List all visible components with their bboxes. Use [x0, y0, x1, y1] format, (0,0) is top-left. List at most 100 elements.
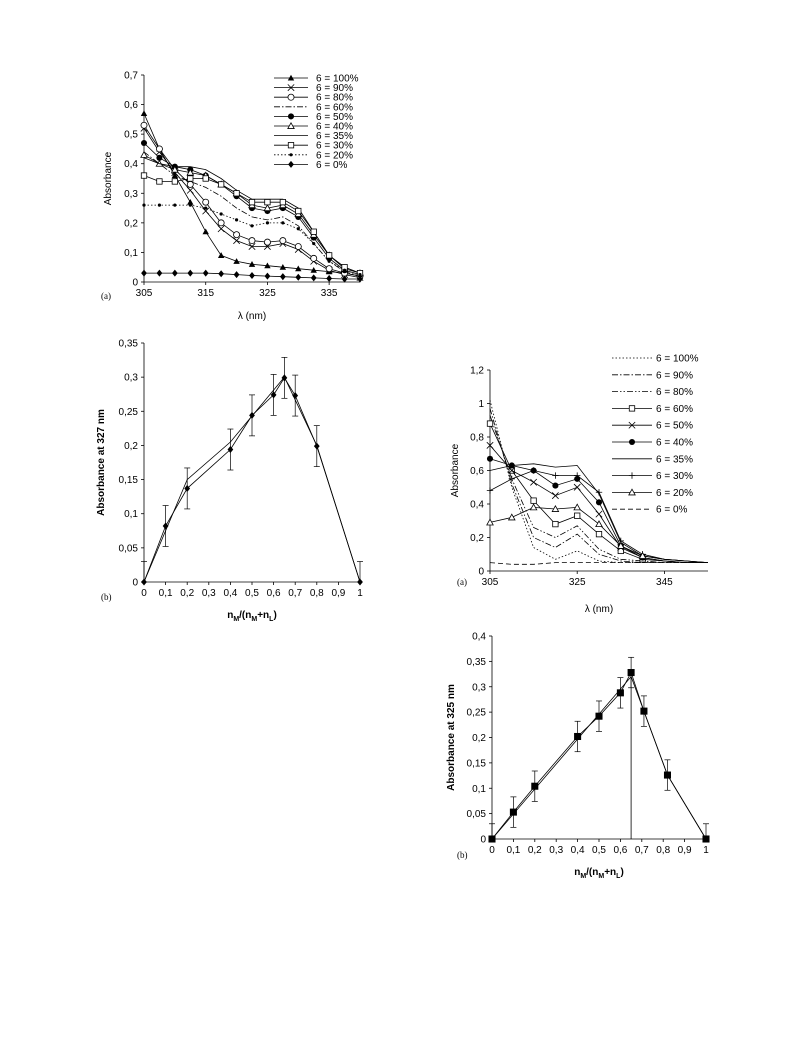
y-axis-title: Absorbance [103, 151, 114, 205]
x-tick-label: 0 [489, 845, 495, 856]
data-point [217, 219, 225, 227]
legend: 6 = 100%6 = 90%6 = 80%6 = 60%6 = 50%6 = … [612, 354, 699, 516]
x-tick-label: 1 [357, 588, 363, 599]
data-point [295, 273, 302, 281]
x-tick-label: 0,3 [202, 588, 216, 599]
data-point [488, 835, 496, 843]
legend-swatch-marker [287, 113, 295, 120]
x-tick-label: 0,7 [635, 845, 649, 856]
x-tick-label: 345 [656, 577, 673, 588]
legend-swatch-marker [628, 488, 636, 496]
legend-swatch-marker [628, 438, 636, 446]
data-point [327, 259, 331, 263]
legend-entry: 6 = 80% [316, 93, 353, 104]
x-tick-label: 0,4 [223, 588, 237, 599]
data-point [486, 518, 494, 526]
data-point [233, 258, 240, 264]
data-point [233, 271, 240, 279]
x-axis-title-part: /(n [586, 867, 598, 878]
data-point [157, 203, 162, 207]
data-point [310, 228, 317, 235]
data-point [530, 497, 537, 504]
x-tick-label: 0,5 [245, 588, 259, 599]
data-point [217, 252, 225, 258]
x-tick-label: 0,4 [571, 845, 585, 856]
data-point [188, 203, 192, 207]
x-axis-title: nM/(nM+nL) [574, 867, 624, 880]
y-tick-label: 0,8 [470, 433, 484, 444]
series-line-9 [144, 204, 361, 275]
x-tick-label: 0,8 [656, 845, 670, 856]
y-tick-label: 0,05 [119, 543, 139, 554]
data-point [156, 178, 163, 185]
data-point [551, 505, 560, 512]
data-point [509, 808, 517, 816]
data-point [233, 237, 241, 245]
x-tick-label: 0,5 [592, 845, 606, 856]
data-point [186, 186, 194, 194]
data-point [574, 472, 581, 479]
data-point [140, 172, 148, 179]
legend-entry: 6 = 30% [316, 141, 353, 152]
data-point [508, 475, 515, 483]
data-point [250, 224, 254, 228]
data-point [140, 110, 148, 117]
y-tick-label: 1 [478, 399, 484, 410]
y-tick-label: 0,35 [467, 657, 487, 668]
x-axis-title-part: ) [620, 867, 623, 878]
data-point [217, 225, 225, 233]
x-tick-label: 335 [321, 288, 338, 299]
y-tick-label: 0,3 [124, 373, 138, 384]
data-point [263, 238, 271, 246]
data-point [202, 198, 210, 206]
x-tick-label: 325 [569, 577, 586, 588]
legend-entry: 6 = 50% [316, 112, 353, 123]
data-point [156, 154, 163, 161]
data-point [296, 227, 300, 231]
x-tick-label: 0,2 [180, 588, 194, 599]
y-tick-label: 0,6 [124, 100, 138, 111]
data-point [616, 541, 625, 549]
data-point [595, 531, 603, 538]
x-tick-label: 0,1 [506, 845, 520, 856]
legend-swatch-marker [287, 142, 295, 149]
x-axis-title-subscript: M [251, 616, 257, 623]
y-tick-label: 0,5 [124, 130, 138, 141]
panel-label: (b) [101, 592, 112, 602]
legend-swatch-marker [287, 121, 295, 129]
data-point [358, 273, 362, 277]
legend-entry: 6 = 100% [656, 354, 699, 365]
data-point [310, 254, 318, 262]
data-point [202, 269, 209, 277]
data-point [595, 712, 603, 720]
legend-swatch-marker [628, 405, 636, 412]
data-point [234, 218, 239, 222]
x-tick-label: 0,7 [288, 588, 302, 599]
x-axis-title-subscript: M [580, 873, 586, 880]
x-axis-title-part: n [227, 610, 233, 621]
panel-label: (a) [101, 291, 111, 301]
x-tick-label: 0,3 [549, 845, 563, 856]
data-point [295, 207, 302, 215]
legend-swatch-marker [287, 84, 295, 92]
data-point [218, 270, 225, 278]
data-point [281, 374, 288, 382]
y-axis-title: Absorbance [450, 443, 461, 497]
data-point [162, 522, 169, 530]
data-point [616, 689, 624, 697]
legend-entry: 6 = 35% [316, 131, 353, 142]
data-point [551, 492, 559, 500]
x-tick-label: 325 [259, 288, 276, 299]
panel-label: (b) [457, 850, 468, 860]
y-tick-label: 0,35 [119, 339, 139, 350]
data-point [326, 252, 333, 259]
legend-entry: 6 = 80% [656, 387, 693, 398]
data-point [155, 145, 163, 153]
x-tick-label: 0,9 [678, 845, 692, 856]
data-point [310, 266, 317, 273]
data-point [264, 272, 271, 280]
data-point [529, 503, 538, 511]
